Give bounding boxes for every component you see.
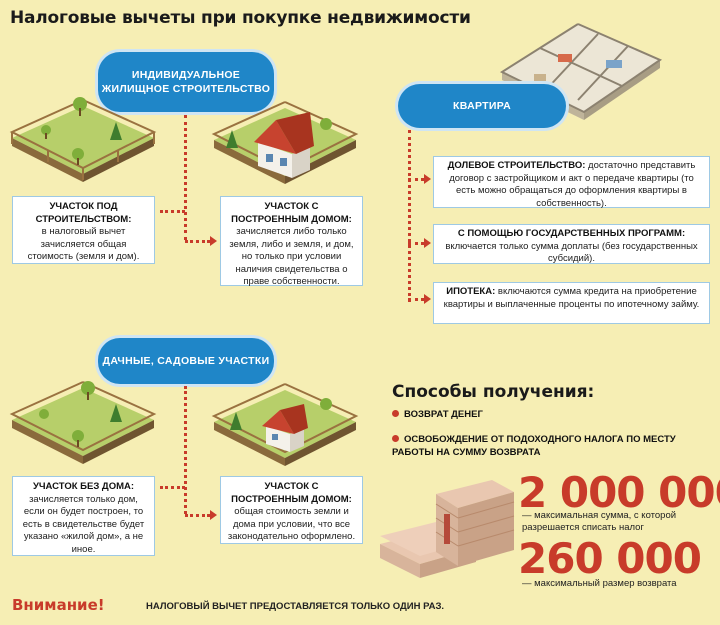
flat-state-programs-box: С помощью государственных программ: вклю… bbox=[433, 224, 710, 264]
flat-shared-construction-box: Долевое строительство: достаточно предст… bbox=[433, 156, 710, 209]
arrow-icon bbox=[424, 238, 431, 248]
box-text: общая стоимость земли и дома при условии… bbox=[227, 506, 356, 542]
money-stack-illustration bbox=[380, 480, 515, 578]
box-heading: Ипотека: bbox=[446, 286, 496, 297]
box-text: зачисляется только дом, если он будет по… bbox=[22, 493, 145, 555]
arrow-icon bbox=[424, 294, 431, 304]
box-heading: Долевое строительство: bbox=[447, 160, 586, 171]
dacha-no-house-box: Участок без дома: зачисляется только дом… bbox=[12, 476, 155, 556]
connector-line bbox=[184, 115, 187, 240]
category-izhs-label: Индивидуальное жилищное строительство bbox=[98, 52, 274, 112]
max-deduction-note: — максимальная сумма, с которой разрешае… bbox=[522, 510, 677, 533]
box-heading: Участок с построенным домом: bbox=[231, 481, 352, 505]
bullet-icon bbox=[392, 435, 399, 442]
box-text: зачисляется либо только земля, либо и зе… bbox=[229, 226, 354, 287]
empty-plot-illustration bbox=[9, 97, 157, 182]
way-label: Освобождение от подоходного налога по ме… bbox=[392, 434, 676, 458]
max-deduction-value: 2 000 000 bbox=[518, 468, 720, 517]
flat-mortgage-box: Ипотека: включаются сумма кредита на при… bbox=[433, 282, 710, 324]
box-heading: Участок под строительством: bbox=[35, 201, 132, 225]
connector-line bbox=[185, 240, 210, 243]
page-title: Налоговые вычеты при покупке недвижимост… bbox=[10, 8, 471, 28]
house-plot-illustration bbox=[211, 383, 359, 466]
category-dacha-label: Дачные, садовые участки bbox=[98, 338, 274, 384]
connector-line bbox=[185, 514, 210, 517]
arrow-icon bbox=[210, 510, 217, 520]
box-text: в налоговый вычет зачисляется общая стои… bbox=[27, 226, 140, 262]
connector-line bbox=[184, 386, 187, 514]
arrow-icon bbox=[424, 174, 431, 184]
warning-label: Внимание! bbox=[12, 596, 105, 614]
box-text: включаются сумма кредита на приобретение… bbox=[443, 286, 700, 310]
arrow-icon bbox=[210, 236, 217, 246]
bullet-icon bbox=[392, 410, 399, 417]
box-heading: Участок с построенным домом: bbox=[231, 201, 352, 225]
way-label: Возврат денег bbox=[404, 409, 483, 420]
connector-line bbox=[160, 210, 185, 213]
box-heading: Участок без дома: bbox=[32, 481, 135, 492]
connector-line bbox=[408, 130, 411, 302]
max-refund-note: — максимальный размер возврата bbox=[522, 578, 677, 589]
max-refund-value: 260 000 bbox=[518, 534, 702, 583]
dacha-with-house-box: Участок с построенным домом: общая стоим… bbox=[220, 476, 363, 544]
box-text: включается только сумма доплаты (без гос… bbox=[445, 240, 698, 265]
box-text: достаточно представить договор с застрой… bbox=[449, 160, 696, 209]
way-item: Возврат денег bbox=[392, 408, 692, 421]
izhs-under-construction-box: Участок под строительством: в налоговый … bbox=[12, 196, 155, 264]
connector-line bbox=[408, 298, 424, 301]
connector-line bbox=[408, 178, 424, 181]
warning-text: Налоговый вычет предоставляется только о… bbox=[146, 601, 445, 612]
empty-plot-illustration bbox=[9, 381, 157, 464]
izhs-with-house-box: Участок с построенным домом: зачисляется… bbox=[220, 196, 363, 287]
category-flat-label: Квартира bbox=[398, 84, 566, 128]
way-item: Освобождение от подоходного налога по ме… bbox=[392, 433, 682, 459]
connector-line bbox=[160, 486, 185, 489]
house-plot-illustration bbox=[211, 101, 359, 184]
box-heading: С помощью государственных программ: bbox=[457, 228, 686, 239]
ways-title: Способы получения: bbox=[392, 382, 595, 402]
connector-line bbox=[408, 242, 424, 245]
